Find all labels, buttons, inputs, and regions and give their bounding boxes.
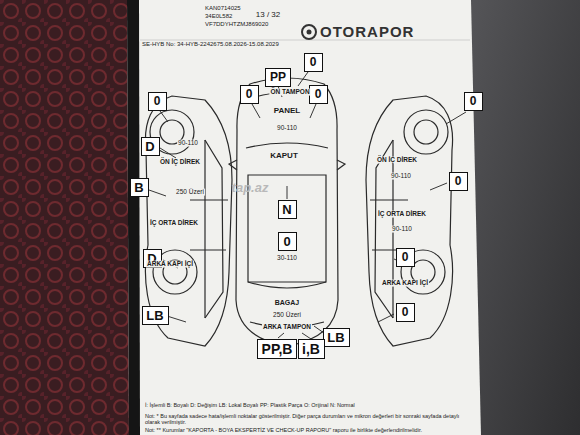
part-label: ÖN İÇ DİREK	[376, 157, 418, 164]
part-label: 90-110	[390, 173, 412, 180]
damage-code-box: 0	[396, 303, 415, 322]
damage-code: LB	[327, 331, 344, 344]
car-top-view	[229, 78, 345, 346]
damage-code-box: 0	[396, 248, 415, 267]
logo-ring	[302, 25, 316, 39]
damage-code-box: N	[278, 200, 297, 219]
damage-code: 0	[283, 235, 290, 248]
part-label: 250 Üzeri	[272, 312, 302, 319]
damage-code: 0	[402, 306, 409, 318]
damage-code-box: 0	[148, 92, 167, 111]
damage-code-box: 0	[449, 172, 468, 191]
part-label: 30-110	[276, 255, 298, 262]
damage-code: B	[134, 181, 143, 194]
part-label: 90-110	[276, 125, 298, 132]
damage-code-box: PP,B	[257, 339, 297, 359]
damage-code-box: 0	[309, 85, 328, 104]
damage-code-box: 0	[304, 53, 323, 72]
part-label: ÖN İÇ DİREK	[159, 159, 201, 166]
part-label: ÖN TAMPON	[269, 89, 310, 96]
part-label: BAGAJ	[274, 299, 301, 306]
damage-code: 0	[315, 88, 322, 100]
header-text: VF7DDYHTZMJ869020	[205, 21, 268, 27]
part-label: ARKA TAMPON	[262, 324, 312, 331]
paper-sheet	[127, 0, 481, 435]
damage-code: PP	[270, 71, 286, 83]
damage-code: PP,B	[262, 342, 293, 356]
damage-code-box: 0	[278, 232, 297, 251]
damage-code: i,B	[302, 342, 320, 356]
damage-code-box: LB	[142, 306, 169, 325]
damage-code: N	[282, 203, 291, 216]
damage-code: 0	[154, 95, 161, 107]
header-text: 13 / 32	[256, 11, 280, 19]
damage-code-box: LB	[323, 328, 350, 347]
damage-code: 0	[402, 251, 409, 263]
carpet	[0, 0, 129, 435]
damage-code-box: 0	[464, 92, 483, 111]
part-label: İÇ ORTA DİREK	[149, 220, 199, 227]
note-text: İ: İşlemli B: Boyalı D: Değişim LB: Loka…	[145, 403, 475, 409]
damage-code-box: 0	[240, 85, 259, 104]
car-right-view	[366, 96, 453, 346]
note-text: Not: * Bu sayfada sadece hata/işlemli no…	[145, 414, 475, 426]
part-label: 250 Üzeri	[175, 189, 205, 196]
part-label: ARKA KAPI İÇİ	[381, 280, 429, 287]
damage-code-box: PP	[265, 68, 291, 87]
damage-code: 0	[310, 56, 317, 68]
header-text: 34E0L582	[205, 13, 232, 19]
note-text: Not: ** Kurumlar "KAPORTA - BOYA EKSPERT…	[145, 428, 475, 434]
damage-code: 0	[246, 88, 253, 100]
damage-code: LB	[146, 309, 163, 322]
damage-code: 0	[470, 95, 477, 107]
paper-edge-strip	[127, 0, 140, 435]
damage-code-box: i,B	[298, 339, 325, 359]
part-label: KAPUT	[269, 152, 299, 160]
car-left-view	[145, 96, 232, 346]
damage-code: D	[145, 140, 154, 153]
leader-lines	[149, 72, 466, 339]
header-text: KAN0714025	[205, 5, 241, 11]
watermark: tap.az	[232, 181, 269, 195]
header-rule	[140, 40, 470, 41]
part-label: ARKA KAPI İÇİ	[146, 261, 194, 268]
damage-code-box: D	[141, 137, 160, 156]
part-label: 90-110	[391, 226, 413, 233]
part-label: 90-110	[177, 140, 199, 147]
header-text: SE-HYB No: 34-HYB-2242675.08.2026-15.08.…	[142, 41, 279, 47]
damage-code: 0	[455, 175, 462, 187]
table-surface	[470, 0, 580, 435]
part-label: İÇ ORTA DİREK	[377, 211, 427, 218]
logo-dot	[307, 30, 312, 35]
part-label: PANEL	[273, 107, 302, 115]
header-text: OTORAPOR	[320, 24, 414, 40]
damage-code-box: B	[130, 178, 149, 197]
